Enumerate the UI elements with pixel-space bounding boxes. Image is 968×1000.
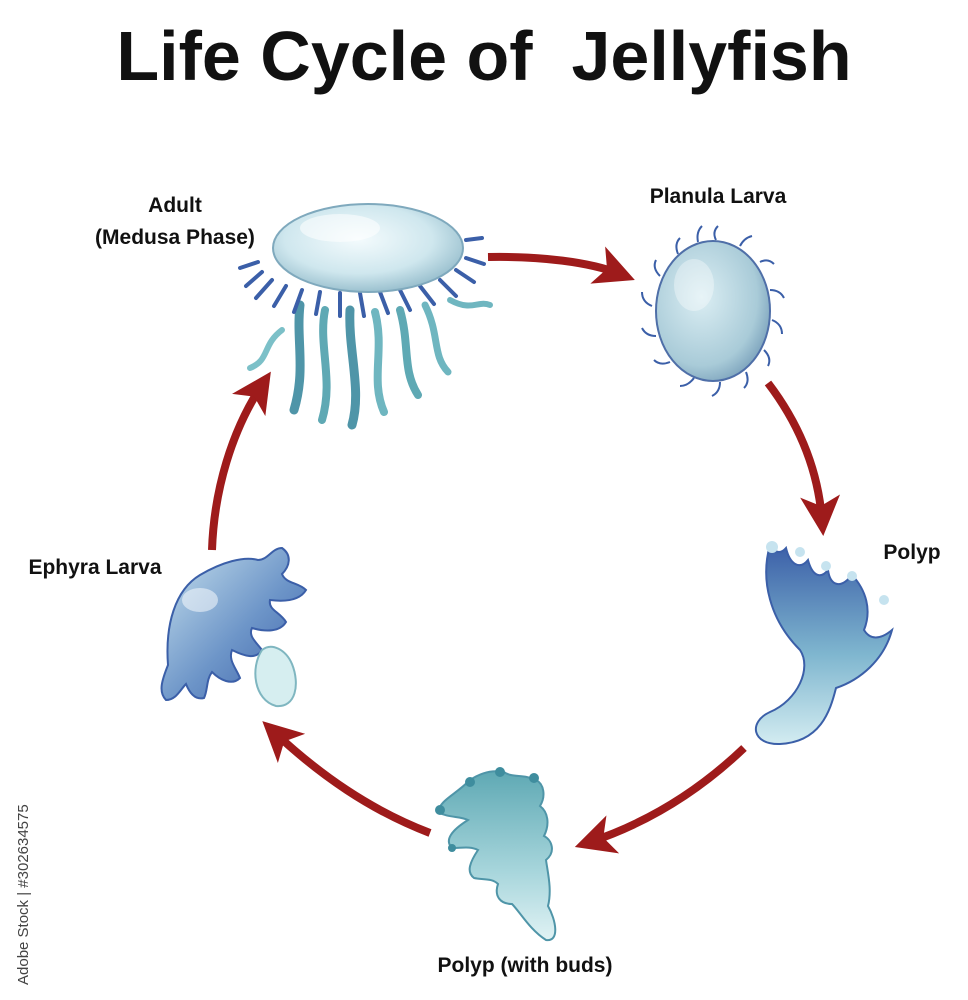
- polyp-buds-tips: [435, 767, 539, 852]
- cycle-arrows: [208, 246, 841, 854]
- planula-larva-illustration: [641, 225, 785, 397]
- planula-highlight: [674, 259, 714, 311]
- ephyra-larva-illustration: [160, 546, 308, 708]
- adult-fringe: [238, 236, 486, 318]
- adult-bell-highlight: [300, 214, 380, 242]
- planula-body: [655, 240, 771, 382]
- planula-cilia: [641, 225, 785, 397]
- label-planula-larva: Planula Larva: [650, 185, 787, 208]
- ephyra-highlight: [182, 588, 218, 612]
- arrow-planula-to-polyp: [764, 380, 841, 536]
- polyp-with-buds-illustration: [435, 767, 557, 942]
- polyp-buds-body: [436, 770, 557, 942]
- adult-bell: [272, 203, 464, 293]
- arrow-polyp-buds-to-ephyra: [262, 721, 432, 837]
- label-adult: Adult: [148, 194, 202, 217]
- adult-medusa-illustration: [238, 203, 493, 430]
- diagram-title: Life Cycle of Jellyfish: [116, 17, 851, 95]
- ephyra-bud: [254, 645, 297, 708]
- arrow-adult-to-planula: [487, 246, 635, 284]
- label-polyp-with-buds: Polyp (with buds): [438, 954, 613, 977]
- polyp-illustration: [754, 541, 894, 746]
- polyp-tentacle-tips: [766, 541, 889, 605]
- arrow-ephyra-to-adult: [208, 371, 271, 551]
- adult-tentacles: [247, 297, 493, 430]
- label-adult-medusa-phase: (Medusa Phase): [95, 226, 255, 249]
- polyp-body: [754, 542, 894, 746]
- label-polyp: Polyp: [883, 541, 940, 564]
- arrow-polyp-to-polyp-buds: [574, 745, 747, 854]
- stock-watermark-id: Adobe Stock | #302634575: [15, 804, 32, 985]
- label-ephyra-larva: Ephyra Larva: [28, 556, 161, 579]
